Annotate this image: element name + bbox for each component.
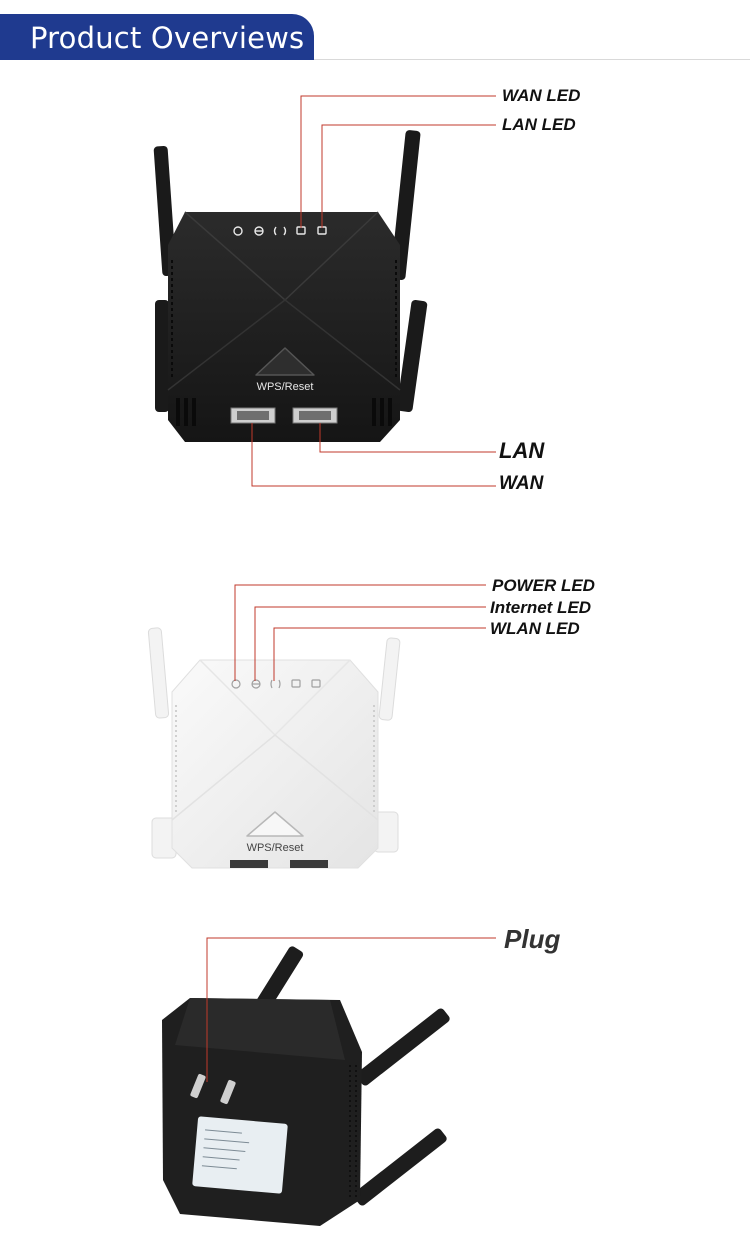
leader-lines-white bbox=[234, 584, 486, 681]
black-router-back bbox=[162, 946, 450, 1226]
callout-lan-led: LAN LED bbox=[502, 115, 576, 134]
white-lan-led-icon bbox=[311, 679, 321, 688]
callout-wan: WAN bbox=[499, 473, 544, 494]
callout-plug: Plug bbox=[504, 924, 561, 954]
callout-wan-led: WAN LED bbox=[502, 86, 581, 105]
white-power-led-icon bbox=[231, 679, 241, 689]
black-wps-label: WPS/Reset bbox=[257, 381, 314, 393]
wlan-led-icon bbox=[273, 226, 287, 236]
section-header: Product Overviews bbox=[0, 14, 750, 60]
leader-line-plug bbox=[206, 937, 496, 1082]
plug-prong-right bbox=[220, 1079, 236, 1105]
callout-wlan-led: WLAN LED bbox=[490, 619, 580, 638]
white-wps-label: WPS/Reset bbox=[247, 842, 304, 854]
white-router-body bbox=[171, 659, 379, 869]
power-led-icon bbox=[233, 226, 243, 236]
leader-lines-black bbox=[251, 95, 496, 487]
white-router: WPS/Reset bbox=[147, 627, 401, 869]
antenna-bottom-right bbox=[396, 299, 428, 413]
wps-reset-button bbox=[255, 347, 315, 376]
plug-prong-left bbox=[190, 1073, 206, 1099]
back-antenna-right bbox=[356, 1008, 450, 1086]
callout-internet-led: Internet LED bbox=[490, 598, 592, 617]
black-router-body bbox=[168, 212, 400, 442]
white-wlan-led-icon bbox=[270, 679, 281, 689]
callout-lan: LAN bbox=[499, 438, 545, 463]
header-tab: Product Overviews bbox=[0, 14, 314, 60]
white-antenna-left bbox=[147, 627, 170, 719]
antenna-bottom-left bbox=[155, 300, 169, 412]
black-router: WPS/Reset bbox=[153, 130, 428, 442]
white-antenna-right bbox=[378, 637, 401, 721]
device-sticker bbox=[192, 1116, 288, 1194]
white-wan-led-icon bbox=[291, 679, 301, 688]
page-title: Product Overviews bbox=[30, 21, 305, 55]
callout-power-led: POWER LED bbox=[492, 576, 595, 595]
back-antenna-bottom bbox=[353, 1128, 447, 1206]
white-wps-reset-button bbox=[246, 811, 304, 837]
